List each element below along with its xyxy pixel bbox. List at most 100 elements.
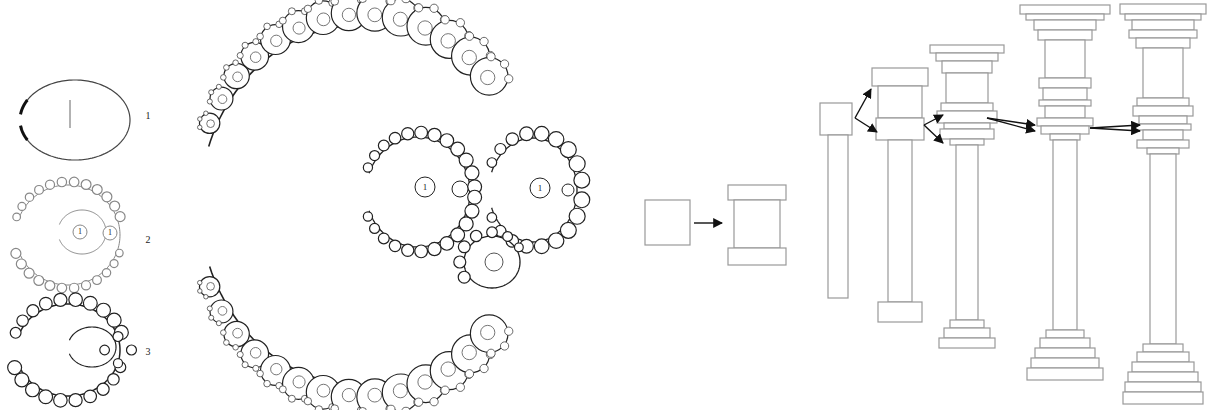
- arrow: [924, 125, 943, 143]
- column-part: [1046, 330, 1084, 338]
- bubble: [83, 296, 97, 310]
- bud: [500, 60, 508, 68]
- column-part: [1039, 78, 1091, 88]
- bubble: [40, 297, 53, 310]
- bubble: [487, 227, 498, 238]
- bud: [279, 386, 286, 393]
- bubble: [13, 213, 21, 221]
- bubble: [27, 305, 39, 317]
- bubble: [468, 190, 482, 204]
- column-part: [1133, 106, 1193, 116]
- label-ring: [452, 181, 468, 197]
- bubble: [69, 293, 83, 307]
- bud: [562, 184, 574, 196]
- bubble: [25, 193, 33, 201]
- column-part: [728, 185, 786, 200]
- column-part: [944, 328, 990, 338]
- bud: [402, 0, 410, 3]
- column-part: [1045, 40, 1085, 78]
- column-part: [1053, 140, 1077, 330]
- bubble: [465, 166, 479, 180]
- bud: [288, 8, 295, 15]
- bubble: [389, 240, 401, 252]
- column-part: [937, 111, 997, 123]
- bubble: [520, 127, 534, 141]
- label-ring: [73, 225, 87, 239]
- bubble: [495, 143, 506, 154]
- bubble: [15, 373, 29, 387]
- bubble: [54, 394, 68, 408]
- bud: [221, 75, 227, 81]
- column-part: [1037, 118, 1093, 126]
- bud: [430, 4, 438, 12]
- fractal-figures: [8, 0, 590, 410]
- bubble: [514, 243, 523, 252]
- outline-arc: [464, 236, 520, 288]
- bud: [242, 42, 248, 48]
- bud: [216, 321, 221, 326]
- bud: [331, 0, 339, 5]
- bud: [487, 53, 495, 61]
- bubble: [378, 140, 389, 151]
- bubble: [97, 303, 111, 317]
- bud: [456, 19, 464, 27]
- column-part: [872, 68, 928, 86]
- axis-line: [70, 100, 71, 128]
- column: [728, 185, 786, 265]
- column-part: [1120, 4, 1206, 14]
- bubble: [115, 212, 125, 222]
- column-part: [1137, 140, 1189, 148]
- bubble: [569, 208, 585, 224]
- bubble-core: [233, 328, 243, 338]
- bubble: [92, 185, 102, 195]
- bubble: [24, 268, 34, 278]
- column-part: [1143, 48, 1183, 98]
- arrow: [694, 222, 722, 223]
- bubble: [560, 142, 576, 158]
- column-part: [1034, 20, 1096, 30]
- bubble: [113, 332, 123, 342]
- bubble: [569, 156, 585, 172]
- bubble-core: [317, 384, 330, 397]
- bubble-core: [317, 13, 330, 26]
- column-part: [820, 103, 852, 135]
- label-ring: [415, 177, 435, 197]
- column-part: [941, 103, 993, 111]
- column-part: [1125, 382, 1201, 392]
- bud: [331, 405, 339, 410]
- outline-arc: [69, 327, 116, 367]
- bubble: [81, 281, 90, 290]
- bud: [465, 370, 473, 378]
- bud: [253, 365, 259, 371]
- bubble: [454, 256, 466, 268]
- bubble-core: [207, 282, 215, 290]
- bubble: [39, 390, 53, 404]
- column-part: [956, 145, 978, 320]
- bubble: [8, 361, 22, 375]
- bubble: [506, 133, 518, 145]
- bud: [224, 340, 230, 346]
- column-part: [1137, 352, 1189, 362]
- bubble-core: [250, 348, 261, 359]
- column-part: [878, 86, 922, 118]
- bubble: [69, 283, 78, 292]
- bud: [480, 364, 488, 372]
- bubble: [110, 260, 118, 268]
- bubble: [458, 241, 470, 253]
- label-ring: [530, 178, 550, 198]
- bubble-core: [481, 325, 495, 339]
- arrow: [855, 118, 877, 132]
- bud: [456, 383, 464, 391]
- column-part: [1026, 14, 1104, 20]
- bubble-core: [271, 363, 282, 374]
- bud: [359, 407, 367, 410]
- column-part: [1123, 392, 1203, 404]
- bud: [242, 362, 248, 368]
- column-part: [1135, 124, 1191, 130]
- bud: [315, 0, 322, 4]
- bubble: [97, 383, 109, 395]
- column: [1020, 5, 1110, 380]
- column-part: [1129, 30, 1197, 38]
- bud: [253, 39, 259, 45]
- bud: [198, 280, 202, 284]
